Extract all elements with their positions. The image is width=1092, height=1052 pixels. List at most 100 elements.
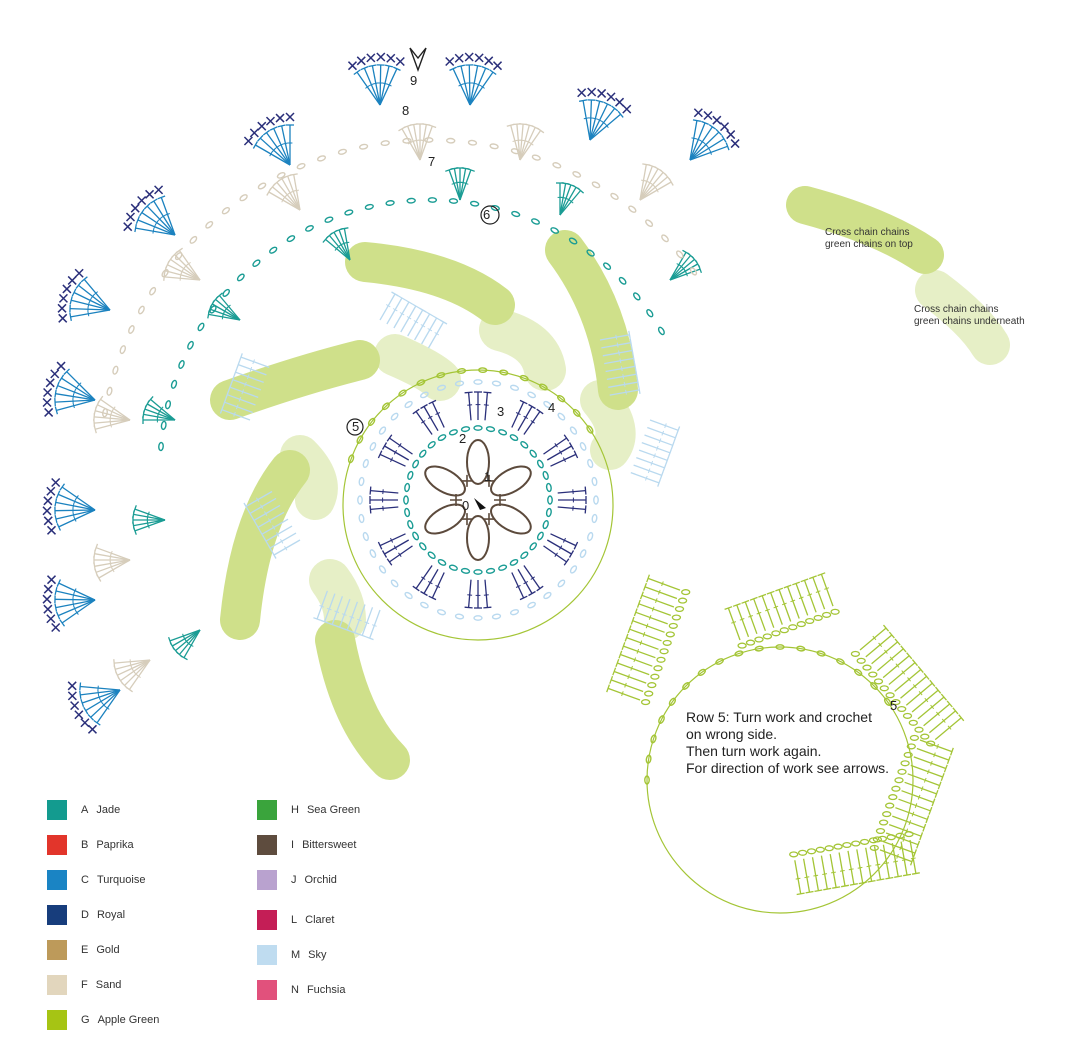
fan-treble-stitch: [75, 495, 79, 500]
fan-treble-stitch: [419, 124, 427, 161]
apple-chain-stitch: [456, 368, 467, 374]
apple-treble-stitch: [943, 764, 948, 773]
apple-chain-stitch: [875, 827, 886, 835]
single-crochet-stitch: [366, 53, 376, 63]
fan-treble-stitch: [79, 690, 82, 699]
swatch: [257, 945, 277, 965]
jade-chain-stitch: [520, 551, 529, 559]
apple-treble-stitch: [795, 583, 809, 616]
fan-treble-stitch: [428, 124, 437, 129]
apple-treble-stitch: [812, 577, 826, 610]
apple-chain-stitch: [656, 656, 666, 663]
apple-treble-stitch: [872, 635, 877, 641]
single-crochet-stitch: [730, 139, 740, 149]
green-band: [345, 242, 515, 325]
sand-chain-stitch: [552, 162, 562, 169]
apple-treble-stitch: [910, 857, 916, 860]
apple-chain-stitch: [734, 650, 744, 657]
fan-treble-stitch: [278, 143, 284, 147]
sky-treble-stitch: [358, 633, 367, 638]
apple-treble-stitch: [895, 663, 900, 668]
sky-treble-stitch: [661, 430, 665, 436]
single-crochet-stitch: [445, 56, 455, 67]
sky-treble-stitch: [237, 363, 267, 376]
stitch-symbols: [42, 52, 965, 914]
apple-chain-stitch: [416, 379, 426, 386]
jade-chain-stitch: [187, 340, 194, 350]
fan-treble-stitch: [559, 186, 577, 216]
apple-treble-stitch: [739, 618, 745, 621]
apple-chain-stitch: [519, 374, 529, 382]
apple-treble-stitch: [912, 849, 918, 858]
apple-chain-stitch: [356, 435, 364, 444]
jade-chain-stitch: [158, 441, 164, 452]
single-crochet-stitch: [622, 104, 632, 114]
fan-treble-stitch: [94, 553, 131, 561]
apple-treble-stitch: [910, 764, 943, 778]
fan-treble-stitch: [208, 313, 241, 321]
royal-treble-stitch: [536, 408, 544, 415]
apple-chain-stitch: [754, 645, 764, 652]
apple-chain-stitch: [367, 417, 376, 427]
petal-chain: [466, 515, 490, 561]
sky-treble-stitch: [616, 342, 619, 348]
sky-treble-stitch: [620, 366, 623, 372]
jade-chain-stitch: [469, 200, 480, 207]
apple-treble-stitch: [840, 884, 850, 888]
jade-chain-stitch: [448, 429, 458, 436]
apple-chain-stitch: [789, 851, 799, 858]
fan-treble-stitch: [281, 178, 301, 211]
single-crochet-stitch: [356, 56, 366, 66]
single-crochet-stitch: [51, 623, 61, 633]
single-crochet-stitch: [67, 275, 77, 285]
royal-treble-stitch: [568, 550, 575, 558]
apple-treble-stitch: [786, 586, 800, 619]
single-crochet-stitch: [137, 195, 147, 206]
apple-chain-stitch: [659, 648, 669, 655]
fan-treble-stitch: [369, 83, 374, 87]
fan-treble-stitch: [589, 103, 609, 141]
sky-treble-stitch: [225, 390, 230, 399]
fan-treble-stitch: [401, 128, 421, 161]
sky-chain-stitch: [357, 495, 363, 505]
apple-treble-stitch: [606, 684, 611, 693]
apple-chain-stitch: [851, 840, 861, 847]
sky-treble-stitch: [405, 299, 413, 305]
green-band: [915, 270, 1010, 365]
sky-treble-stitch: [400, 305, 417, 333]
royal-treble-stitch: [511, 572, 525, 599]
sky-chain-stitch: [358, 476, 365, 487]
sky-chain-stitch: [454, 380, 465, 387]
single-crochet-stitch: [42, 594, 52, 604]
jade-chain-stitch: [412, 459, 420, 469]
apple-chain-stitch: [882, 811, 892, 818]
single-crochet-stitch: [87, 724, 97, 734]
fan-treble-stitch: [287, 175, 301, 211]
jade-chain-stitch: [160, 420, 167, 431]
apple-treble-stitch: [796, 892, 805, 896]
single-crochet-stitch: [125, 212, 136, 222]
apple-treble-stitch: [811, 857, 820, 891]
fan-treble-stitch: [669, 255, 692, 281]
sky-treble-stitch: [249, 497, 277, 514]
apple-treble-stitch: [929, 679, 936, 687]
royal-treble-stitch: [390, 457, 394, 463]
fan-treble-stitch: [81, 689, 121, 704]
apple-treble-stitch: [883, 624, 890, 632]
fan-treble-stitch: [601, 120, 606, 125]
fan-treble-stitch: [577, 187, 585, 194]
apple-treble-stitch: [911, 872, 920, 875]
fan-treble-stitch: [589, 101, 601, 141]
sky-chain-stitch: [419, 601, 429, 609]
fan-treble-stitch: [90, 294, 95, 299]
fan-treble-stitch: [468, 64, 471, 106]
single-crochet-stitch: [57, 303, 67, 313]
swatch: [47, 1010, 67, 1030]
single-crochet-stitch: [726, 130, 736, 140]
single-crochet-stitch: [42, 397, 52, 408]
apple-treble-stitch: [919, 739, 953, 753]
sky-treble-stitch: [233, 411, 236, 417]
royal-treble-stitch: [523, 580, 529, 585]
fan-treble-stitch: [95, 410, 131, 421]
